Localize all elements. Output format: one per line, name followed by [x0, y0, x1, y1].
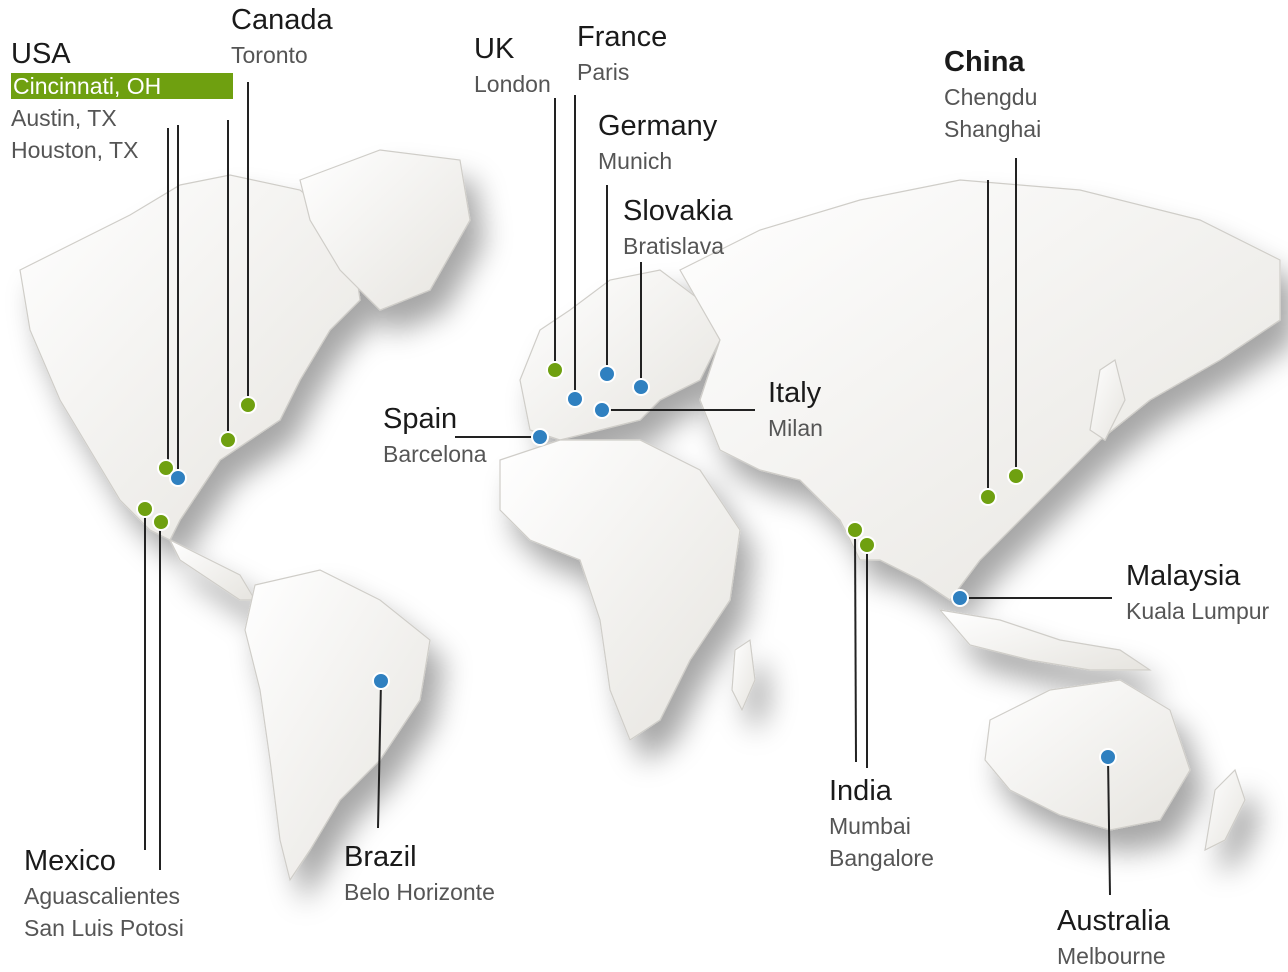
city-chengdu: Chengdu — [944, 84, 1038, 110]
dot-houston[interactable] — [169, 469, 187, 487]
country-italy: Italy — [768, 377, 822, 409]
city-barcelona: Barcelona — [383, 441, 487, 467]
label-china: China Chengdu Shanghai — [944, 48, 1041, 145]
city-toronto: Toronto — [231, 42, 308, 68]
country-usa: USA — [11, 38, 71, 70]
city-melbourne: Melbourne — [1057, 943, 1166, 969]
city-belo-horizonte: Belo Horizonte — [344, 879, 495, 905]
label-malaysia: Malaysia Kuala Lumpur — [1126, 562, 1269, 627]
city-bangalore: Bangalore — [829, 845, 934, 871]
country-slovakia: Slovakia — [623, 195, 733, 227]
country-canada: Canada — [231, 4, 333, 36]
country-france: France — [577, 21, 668, 53]
dot-bratislava[interactable] — [632, 378, 650, 396]
asia-shape — [679, 179, 1281, 601]
dot-mumbai[interactable] — [846, 521, 864, 539]
city-cincinnati-highlighted[interactable]: Cincinnati, OH — [11, 73, 233, 99]
city-kuala-lumpur: Kuala Lumpur — [1126, 598, 1270, 624]
dot-milan[interactable] — [593, 401, 611, 419]
city-milan: Milan — [768, 415, 823, 441]
country-uk: UK — [474, 33, 515, 65]
africa-shape — [499, 439, 741, 741]
leader-lines — [144, 82, 1112, 896]
continents — [19, 149, 1281, 882]
madagascar-shape — [731, 638, 756, 712]
dot-london[interactable] — [546, 361, 564, 379]
city-shanghai: Shanghai — [944, 116, 1042, 142]
country-malaysia: Malaysia — [1126, 560, 1241, 592]
dot-aguascalientes[interactable] — [136, 500, 154, 518]
new-zealand-shape — [1204, 768, 1246, 852]
location-dots — [136, 361, 1117, 766]
country-germany: Germany — [598, 110, 718, 142]
city-aguascalientes: Aguascalientes — [24, 883, 180, 909]
city-paris: Paris — [577, 59, 630, 85]
label-brazil: Brazil Belo Horizonte — [344, 843, 495, 908]
country-spain: Spain — [383, 403, 458, 435]
label-mexico: Mexico Aguascalientes San Luis Potosi — [24, 847, 184, 944]
city-san-luis-potosi: San Luis Potosi — [24, 915, 184, 941]
city-munich: Munich — [598, 148, 673, 174]
europe-shape — [519, 269, 721, 441]
dot-paris[interactable] — [566, 390, 584, 408]
dot-shanghai[interactable] — [1007, 467, 1025, 485]
south-america-shape — [244, 569, 431, 882]
city-houston: Houston, TX — [11, 137, 139, 163]
label-germany: Germany Munich — [598, 112, 717, 177]
indonesia-shape — [938, 609, 1152, 671]
label-france: France Paris — [577, 23, 667, 88]
city-london: London — [474, 71, 551, 97]
country-brazil: Brazil — [344, 841, 417, 873]
label-india: India Mumbai Bangalore — [829, 777, 934, 874]
dot-toronto[interactable] — [239, 396, 257, 414]
dot-bangalore[interactable] — [858, 536, 876, 554]
dot-chengdu[interactable] — [979, 488, 997, 506]
city-mumbai: Mumbai — [829, 813, 911, 839]
dot-barcelona[interactable] — [531, 428, 549, 446]
country-china: China — [944, 46, 1025, 78]
label-italy: Italy Milan — [768, 379, 823, 444]
north-america-shape — [19, 174, 361, 541]
australia-shape — [984, 679, 1191, 831]
label-australia: Australia Melbourne — [1057, 907, 1170, 972]
dot-austin[interactable] — [157, 459, 175, 477]
country-india: India — [829, 775, 892, 807]
greenland-shape — [299, 149, 471, 311]
leader-line-melbourne — [1107, 756, 1111, 896]
dot-munich[interactable] — [598, 365, 616, 383]
leader-line-belo-horizonte — [377, 680, 382, 829]
dot-belo-horizonte[interactable] — [372, 672, 390, 690]
country-australia: Australia — [1057, 905, 1170, 937]
city-austin: Austin, TX — [11, 105, 117, 131]
central-america-shape — [168, 538, 257, 601]
label-canada: Canada Toronto — [231, 6, 333, 71]
dot-cincinnati[interactable] — [219, 431, 237, 449]
city-bratislava: Bratislava — [623, 233, 724, 259]
dot-melbourne[interactable] — [1099, 748, 1117, 766]
label-slovakia: Slovakia Bratislava — [623, 197, 733, 262]
dot-kuala-lumpur[interactable] — [951, 589, 969, 607]
label-spain: Spain Barcelona — [383, 405, 487, 470]
japan-shape — [1089, 359, 1126, 441]
leader-line-mumbai — [854, 529, 857, 763]
country-mexico: Mexico — [24, 845, 116, 877]
label-uk: UK London — [474, 35, 551, 100]
label-usa: USA Cincinnati, OH Austin, TX Houston, T… — [11, 40, 233, 166]
dot-san-luis-potosi[interactable] — [152, 513, 170, 531]
